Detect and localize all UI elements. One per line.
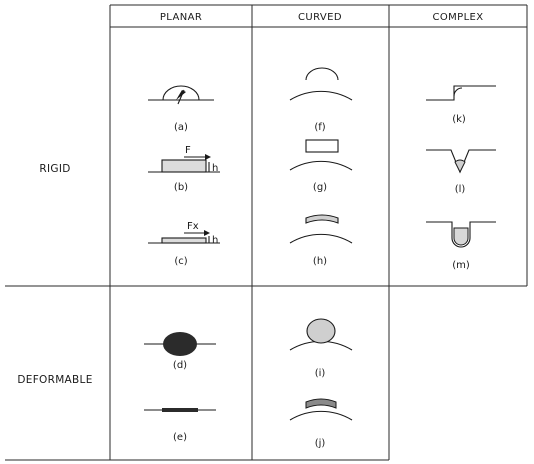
caption-b: (b) [174, 182, 188, 193]
figure-m: (m) [426, 221, 496, 271]
figure-f: (f) [289, 67, 353, 133]
table-grid [5, 4, 528, 461]
figure-b: F h (b) [148, 145, 220, 193]
figure-c: Fx h (c) [148, 221, 220, 267]
caption-l: (l) [455, 184, 466, 195]
figure-d: (d) [144, 332, 216, 371]
caption-j: (j) [315, 438, 326, 449]
force-label-b: F [185, 145, 191, 156]
row-header-deformable: DEFORMABLE [17, 374, 92, 386]
figure-a: (a) [148, 85, 214, 133]
caption-e: (e) [173, 432, 187, 443]
caption-m: (m) [452, 260, 470, 271]
height-label-b: h [212, 163, 218, 174]
row-header-rigid: RIGID [39, 163, 70, 175]
caption-i: (i) [315, 368, 326, 379]
caption-a: (a) [174, 122, 188, 133]
figure-i: (i) [289, 318, 353, 379]
caption-f: (f) [314, 122, 325, 133]
column-header-curved: CURVED [298, 12, 342, 23]
figure-e: (e) [144, 408, 216, 443]
figure-l: (l) [426, 149, 496, 195]
column-header-planar: PLANAR [160, 12, 202, 23]
figure-g: (g) [289, 139, 353, 193]
column-header-complex: COMPLEX [432, 12, 483, 23]
caption-k: (k) [452, 114, 466, 125]
caption-h: (h) [313, 256, 327, 267]
figure-j: (j) [289, 398, 353, 449]
force-label-c: Fx [187, 221, 199, 232]
height-label-c: h [212, 235, 218, 246]
caption-g: (g) [313, 182, 327, 193]
caption-c: (c) [174, 256, 187, 267]
figure-h: (h) [289, 214, 353, 267]
figure-k: (k) [426, 85, 496, 125]
caption-d: (d) [173, 360, 187, 371]
